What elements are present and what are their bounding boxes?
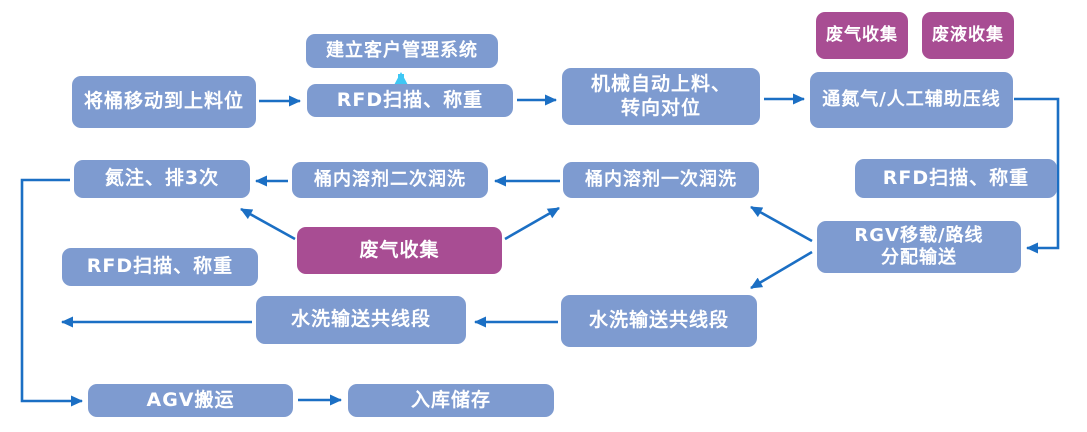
flow-node-move-barrel: 将桶移动到上料位	[72, 76, 256, 128]
flow-node-label: AGV搬运	[146, 388, 235, 411]
flow-node-label: 水洗输送共线段	[588, 309, 729, 332]
flow-node-waste-gas-mid: 废气收集	[297, 227, 502, 274]
flow-node-label: 水洗输送共线段	[290, 308, 431, 331]
flow-node-rinse-first: 桶内溶剂一次润洗	[563, 162, 759, 198]
flow-node-label: 通氮气/人工辅助压线	[822, 88, 1001, 110]
flow-node-rfd-scan-right: RFD扫描、称重	[855, 159, 1057, 198]
flow-node-build-crm: 建立客户管理系统	[306, 34, 498, 68]
flow-node-label: RGV移载/路线 分配输送	[854, 224, 984, 269]
flow-node-label: 氮注、排3次	[104, 167, 220, 190]
flow-node-water-wash-right: 水洗输送共线段	[561, 295, 757, 347]
connector-purge-to-agv-elbow	[20, 178, 83, 407]
connector-waste-gas-to-rinse-first	[504, 206, 560, 241]
flow-node-rfd-scan-left: RFD扫描、称重	[62, 248, 258, 286]
flow-node-waste-gas-top: 废气收集	[816, 12, 908, 59]
connector-rgv-to-water-wash-right	[750, 250, 813, 290]
flow-node-nitrogen-pressline: 通氮气/人工辅助压线	[810, 72, 1013, 128]
flow-node-rinse-second: 桶内溶剂二次润洗	[292, 162, 488, 198]
flow-node-label: RFD扫描、称重	[882, 166, 1030, 189]
flow-node-auto-feed: 机械自动上料、 转向对位	[562, 68, 760, 125]
flow-node-label: RFD扫描、称重	[336, 88, 484, 111]
flow-node-label: 废气收集	[826, 24, 898, 45]
flow-node-waste-liquid-top: 废液收集	[922, 12, 1014, 59]
flow-node-warehouse-storage: 入库储存	[348, 384, 554, 417]
flow-node-rgv-transfer: RGV移载/路线 分配输送	[817, 221, 1021, 273]
flow-node-label: 建立客户管理系统	[326, 39, 478, 61]
connector-waste-gas-to-purge	[240, 207, 296, 241]
flow-node-label: 桶内溶剂一次润洗	[585, 168, 737, 190]
flow-node-label: 桶内溶剂二次润洗	[314, 168, 466, 190]
flow-node-label: RFD扫描、称重	[86, 255, 234, 278]
flow-node-label: 废液收集	[932, 24, 1004, 45]
flow-node-water-wash-left: 水洗输送共线段	[256, 296, 466, 344]
connector-nitrogen-to-rgv-elbow	[1014, 97, 1060, 254]
connector-rgv-to-rinse-first	[750, 205, 813, 243]
flow-node-agv-haul: AGV搬运	[88, 384, 293, 417]
flow-node-label: 将桶移动到上料位	[83, 90, 244, 113]
flow-node-nitrogen-purge: 氮注、排3次	[74, 160, 250, 198]
flow-node-label: 机械自动上料、 转向对位	[590, 72, 731, 119]
flow-node-label: 废气收集	[359, 238, 440, 261]
flow-node-label: 入库储存	[410, 388, 491, 411]
flow-node-rfd-scan-top: RFD扫描、称重	[307, 84, 513, 117]
